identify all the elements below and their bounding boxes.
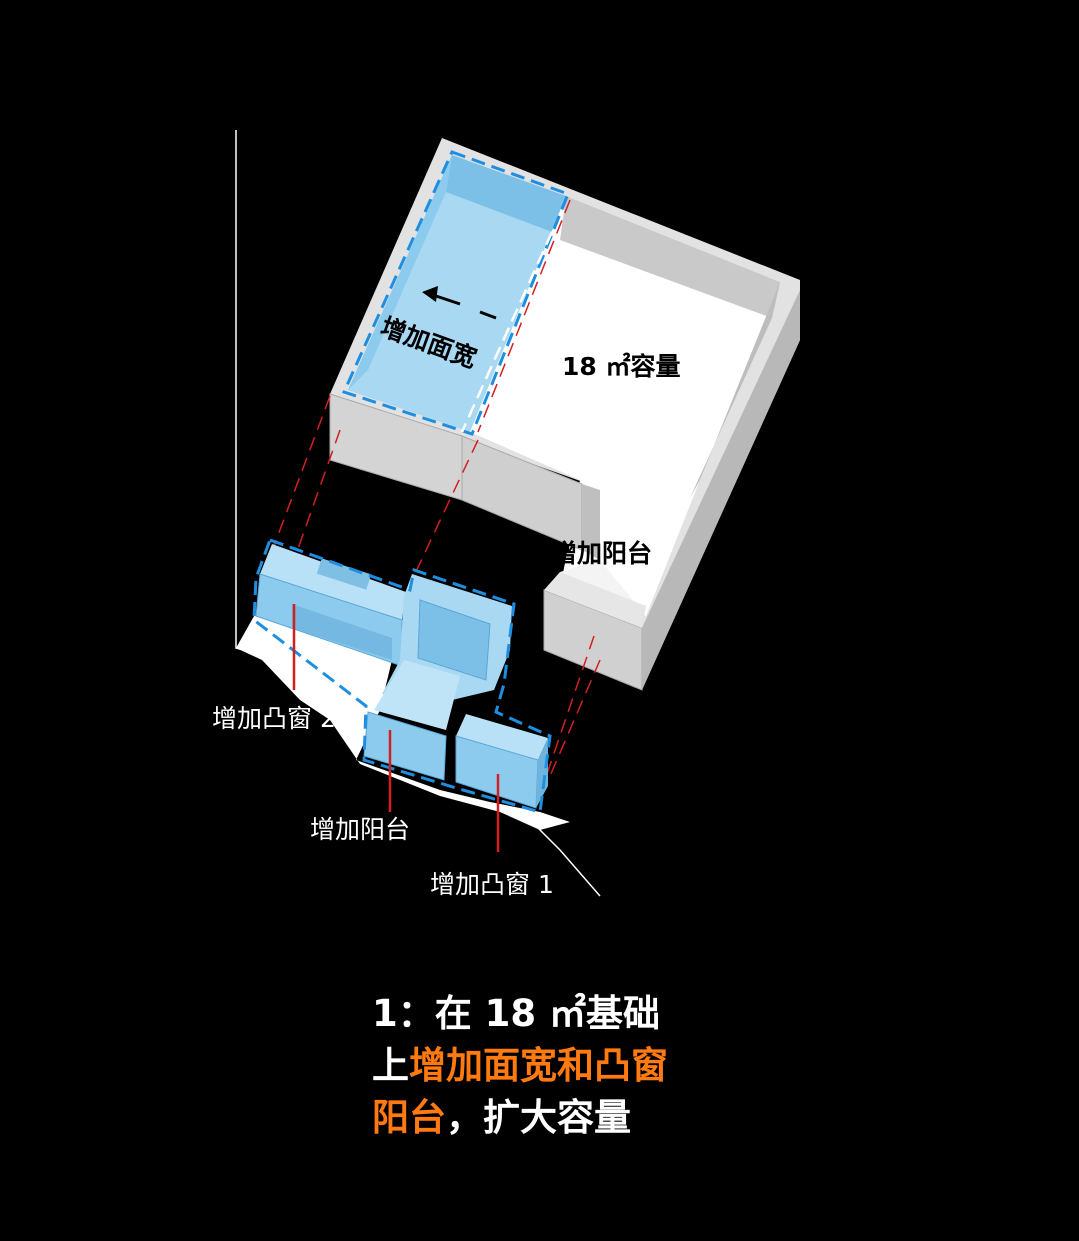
widen-arrow-dash bbox=[479, 310, 497, 320]
balcony-bottom-label: 增加阳台 bbox=[310, 815, 411, 844]
widened-area-divider bbox=[460, 231, 554, 433]
caption-line-3: 阳台，扩大容量 bbox=[372, 1092, 668, 1144]
widened-area-left-wall bbox=[348, 155, 452, 390]
caption-block: 1：在 18 ㎡基础 上增加面宽和凸窗 阳台，扩大容量 bbox=[372, 988, 668, 1144]
right-side-wall bbox=[642, 290, 800, 690]
widened-area-outline bbox=[341, 150, 570, 436]
widen-arrow-line bbox=[435, 294, 461, 306]
projection-guides bbox=[273, 199, 601, 807]
balcony-floor bbox=[374, 660, 460, 730]
bay-window-1-side bbox=[536, 738, 548, 808]
caption-line-2-prefix: 上 bbox=[372, 1044, 409, 1087]
upper-front-notch-wall bbox=[582, 484, 600, 560]
caption-line-1: 1：在 18 ㎡基础 bbox=[372, 992, 660, 1035]
bay-window-2-fixture bbox=[316, 558, 372, 590]
bay-window-1-label: 增加凸窗 1 bbox=[430, 870, 554, 899]
widened-area-floor bbox=[348, 155, 566, 432]
bay-window-1-top bbox=[456, 714, 548, 760]
bay-window-2-label: 增加凸窗 2 bbox=[212, 704, 336, 733]
caption-line-2-highlight: 增加面宽和凸窗 bbox=[409, 1044, 668, 1087]
ground-halo bbox=[236, 602, 570, 830]
caption-line-3-suffix: ，扩大容量 bbox=[446, 1096, 631, 1139]
balcony-riser bbox=[417, 599, 491, 681]
bay-window-2-top bbox=[260, 544, 406, 620]
ground-edge-line-lower bbox=[529, 819, 601, 897]
notch-top-rim bbox=[544, 572, 646, 628]
caption-line-3-highlight: 阳台 bbox=[372, 1096, 446, 1139]
widen-arrow-head bbox=[422, 286, 438, 302]
callout-leaders bbox=[292, 604, 500, 852]
widened-area-inner-wall bbox=[446, 155, 566, 232]
capacity-label: 18 ㎡容量 bbox=[562, 352, 681, 381]
main-room-floor bbox=[470, 196, 780, 616]
main-room-back-wall bbox=[560, 196, 780, 318]
caption-line-2: 上增加面宽和凸窗 bbox=[372, 1040, 668, 1092]
bay-window-2-glass bbox=[292, 604, 392, 660]
balcony-top-label: 增加阳台 bbox=[552, 539, 653, 568]
